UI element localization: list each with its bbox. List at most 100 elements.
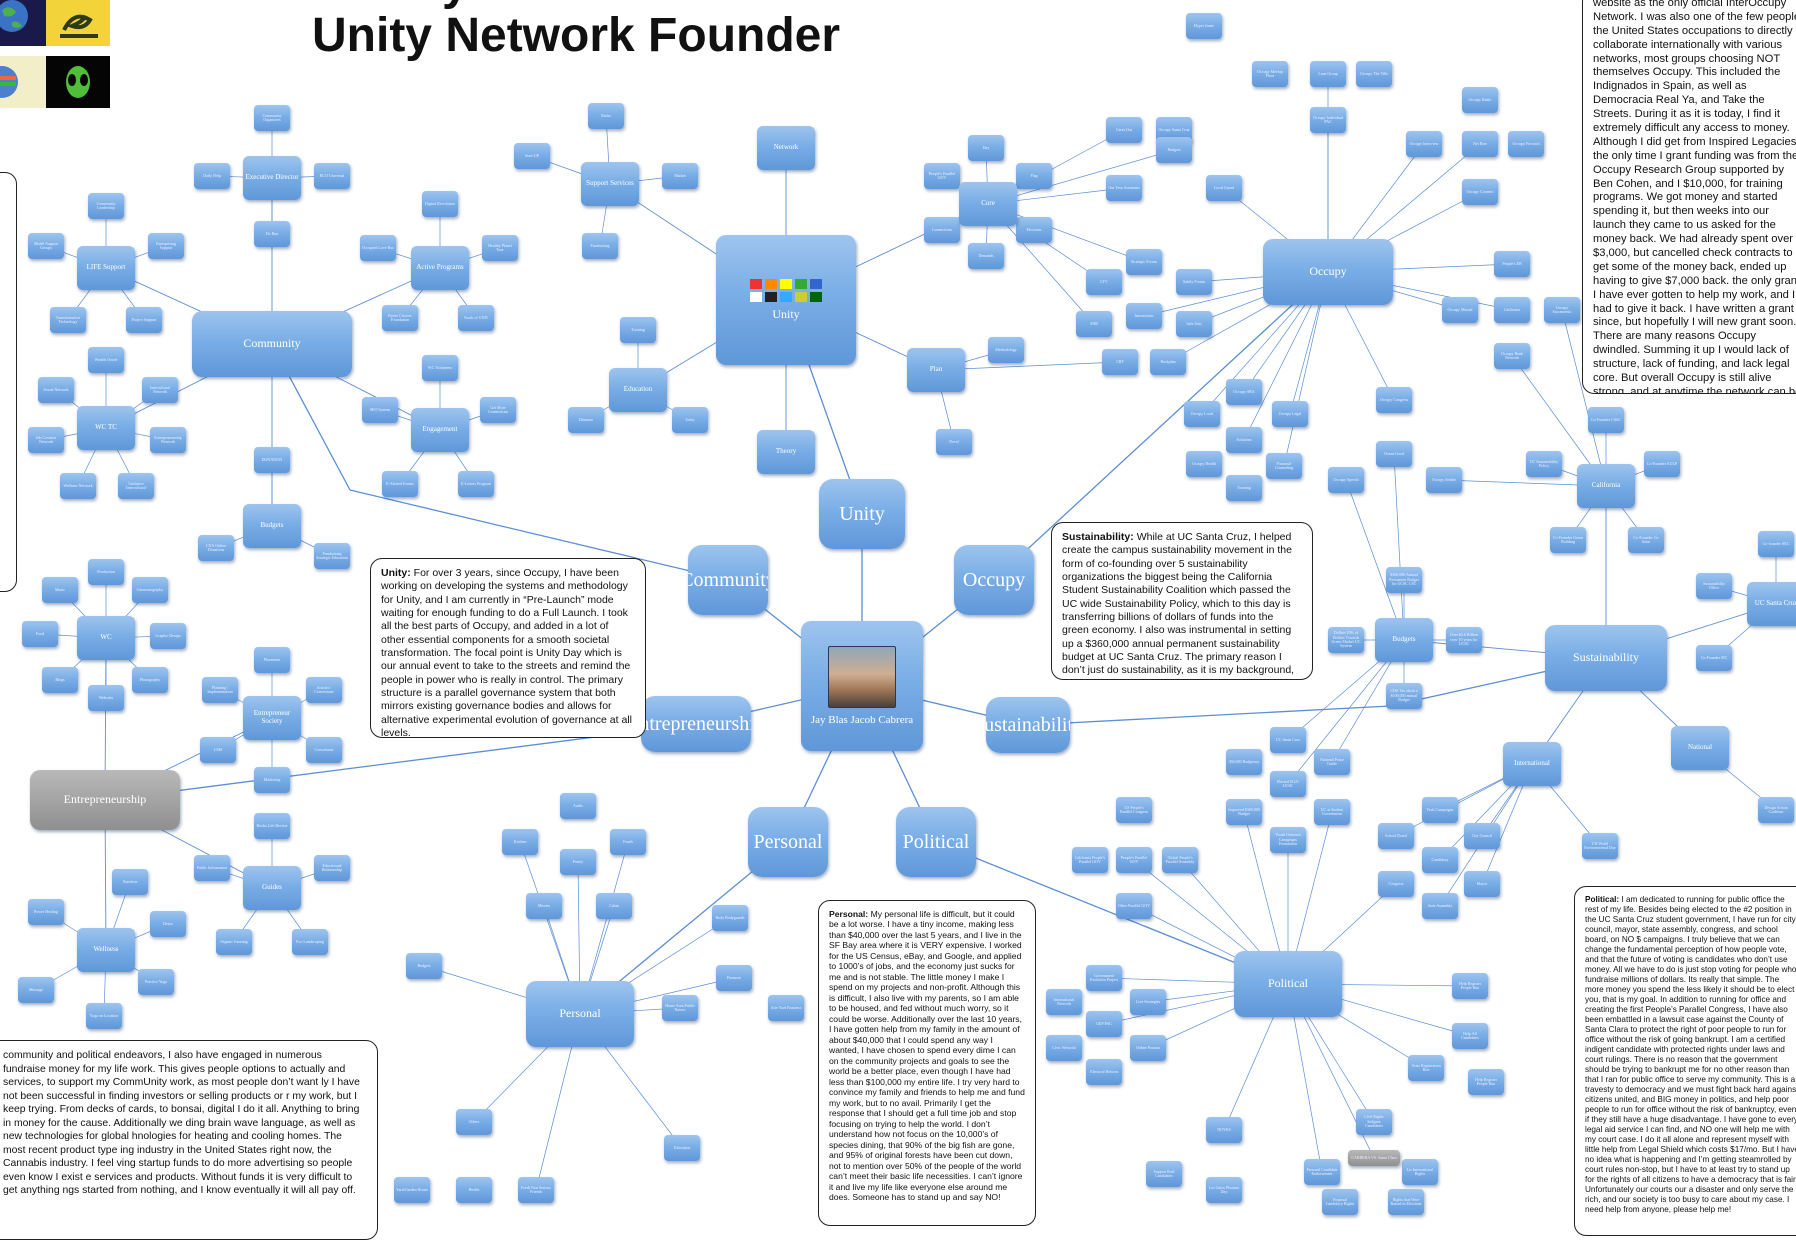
node-occupy-sacramento[interactable]: Occupy Sacramento: [1544, 297, 1580, 323]
node-massage[interactable]: Massage: [18, 977, 54, 1003]
node-youth-of-unit[interactable]: Youth of UNIT: [458, 305, 494, 331]
node-crf[interactable]: CRF: [1102, 349, 1138, 375]
occupy-node[interactable]: Occupy: [1263, 239, 1393, 305]
community-hub[interactable]: Community: [688, 545, 768, 615]
node-wc-volunteers[interactable]: WC Volunteers: [422, 355, 458, 381]
node-audio[interactable]: Audio: [560, 793, 596, 819]
node-model-support-groups[interactable]: Model Support Groups: [28, 233, 64, 259]
node-bco-universal[interactable]: BCO Universal: [314, 163, 350, 189]
node-intercultural-network[interactable]: Intercultural Network: [142, 377, 178, 403]
node-ltv[interactable]: LTV: [1086, 269, 1122, 295]
node-occupy-bank-network[interactable]: Occupy Bank Network: [1494, 343, 1530, 369]
node-seo-system[interactable]: SEO System: [362, 397, 398, 423]
node-local-guard[interactable]: Local Guard: [1206, 175, 1242, 201]
node-occupy-sba[interactable]: Occupy SBA: [1226, 379, 1262, 405]
n-international[interactable]: International: [1503, 742, 1561, 786]
node-wealth-oracle[interactable]: Wealth Oracle: [88, 347, 124, 373]
node-day[interactable]: Day: [968, 135, 1004, 161]
node-uc-sustainability-policy[interactable]: UC Sustainability Policy: [1526, 451, 1562, 477]
occupy-hub[interactable]: Occupy: [954, 545, 1034, 615]
node-finances[interactable]: Finances: [716, 965, 752, 991]
node-interactions[interactable]: Interactions: [1126, 303, 1162, 329]
node-occupy-connect[interactable]: Occupy Connect: [1462, 179, 1498, 205]
node-kitchen[interactable]: Kitchen: [502, 829, 538, 855]
node-enterprising-support[interactable]: Enterprising Support: [148, 233, 184, 259]
node-blogs[interactable]: Blogs: [42, 667, 78, 693]
node-snr[interactable]: SNR: [1076, 311, 1112, 337]
node-start-up[interactable]: Start-UP: [514, 143, 550, 169]
node-organic-farming[interactable]: Organic Farming: [216, 929, 252, 955]
node-noves[interactable]: NOVES: [1206, 1117, 1242, 1143]
node-project-support[interactable]: Project Support: [126, 307, 162, 333]
node-state-assembly[interactable]: State Assembly: [1422, 893, 1458, 919]
node-radio[interactable]: Radio: [588, 103, 624, 129]
node-cares-out[interactable]: Cares Out: [1106, 117, 1142, 143]
node-occupy-seattle[interactable]: Occupy Seattle: [1426, 467, 1462, 493]
node-safe-unit[interactable]: Safe Unit: [1176, 311, 1212, 337]
node-community-leadership[interactable]: Community Leadership: [88, 193, 124, 219]
node-methodology[interactable]: Methodology: [988, 337, 1024, 363]
node-proposal-candidacy-rights[interactable]: Proposal Candidacy Rights: [1322, 1189, 1358, 1215]
node-market[interactable]: Market: [662, 163, 698, 189]
n-wellness[interactable]: Wellness: [77, 928, 135, 972]
node-websites[interactable]: Websites: [88, 685, 124, 711]
node-nutrition[interactable]: Nutrition: [112, 869, 148, 895]
node-cabin[interactable]: Cabin: [596, 893, 632, 919]
n-engagement[interactable]: Engagement: [411, 408, 469, 452]
node-co-founder-eulp[interactable]: Co-Founder EULP: [1644, 451, 1680, 477]
node-community-organizers[interactable]: Community Organizers: [254, 105, 290, 131]
political-node[interactable]: Political: [1234, 951, 1342, 1017]
node-help-register-people-run[interactable]: Help Register People Run: [1468, 1069, 1504, 1095]
node-co-founder-sic[interactable]: Co-Founder SIC: [1696, 645, 1732, 671]
node-congress[interactable]: Congress: [1378, 871, 1414, 897]
node-movies[interactable]: Movies: [526, 893, 562, 919]
node-people-s-eb[interactable]: People's EB: [1494, 251, 1530, 277]
node-los-gatos-pleasant-day[interactable]: Los Gatos Pleasant Day: [1206, 1177, 1242, 1203]
node-people-s-parallel-gov[interactable]: People's Parallel GOV: [1116, 847, 1152, 873]
node-international-network[interactable]: International Network: [1046, 989, 1082, 1015]
node-yoga-on-location[interactable]: Yoga on Location: [86, 1003, 122, 1029]
node-detox[interactable]: Detox: [150, 911, 186, 937]
node-live-strategies[interactable]: Live Strategies: [1130, 989, 1166, 1015]
node-novel[interactable]: Novel: [936, 429, 972, 455]
node-training[interactable]: Training: [1226, 475, 1262, 501]
node-online-forums[interactable]: Online Forums: [1130, 1035, 1166, 1061]
node-civic-network[interactable]: Civic Network: [1046, 1035, 1082, 1061]
node-support-real-candidates[interactable]: Support Real Candidates: [1146, 1161, 1182, 1187]
node-occupied-love-bus[interactable]: Occupied Love Bus: [360, 235, 396, 261]
node-people-s-parallel-gov[interactable]: People's Parallel GOV: [924, 163, 960, 189]
n-ucsc[interactable]: UC Santa Cruz: [1747, 582, 1796, 626]
node-tech-campaigns[interactable]: Tech Campaigns: [1422, 797, 1458, 823]
node-budgets[interactable]: Budgets: [406, 953, 442, 979]
node-e-letters-program[interactable]: E-Letters Program: [458, 471, 494, 497]
node-books-life-review[interactable]: Books Life Review: [254, 813, 290, 839]
n-national[interactable]: National: [1671, 726, 1729, 770]
node-practice-yoga[interactable]: Practice Yoga: [138, 969, 174, 995]
node-transformative-technology[interactable]: Transformative Technology: [50, 307, 86, 333]
node-co-founder-sec[interactable]: Co-founder SEC: [1758, 531, 1794, 557]
node-co-founder-green-building[interactable]: Co-Founder Green Building: [1550, 527, 1586, 553]
node-ocean-good[interactable]: Ocean Good: [1376, 441, 1412, 467]
node-music[interactable]: Music: [42, 577, 78, 603]
node-others[interactable]: Others: [456, 1109, 492, 1135]
node-eco-landscaping[interactable]: Eco Landscaping: [292, 929, 328, 955]
node-cabrera-vs-santa-clara[interactable]: CABRERA VS. Santa Clara: [1348, 1150, 1400, 1166]
node-lane-group[interactable]: Lane Group: [1310, 61, 1346, 87]
node-improved-360-000-budget[interactable]: Improved $360,000 Budget: [1226, 799, 1262, 825]
node-food[interactable]: Food: [22, 621, 58, 647]
node-donation[interactable]: DONATION: [254, 447, 290, 473]
node-job-creation-network[interactable]: Job Creation Network: [28, 427, 64, 453]
node-social-network[interactable]: Social Network: [38, 377, 74, 403]
node-health[interactable]: Health: [456, 1177, 492, 1203]
node-occupy-congress[interactable]: Occupy Congress: [1376, 387, 1412, 413]
node-body-bodyguards[interactable]: Body Bodyguards: [712, 905, 748, 931]
node-placement[interactable]: Placement: [254, 647, 290, 673]
node-education[interactable]: Education: [664, 1135, 700, 1161]
node-connections[interactable]: Connections: [924, 217, 960, 243]
node-cds-tax-about-a-100-000-annual-budget[interactable]: CDS Tax about a $100,000 annual Budget: [1386, 683, 1422, 709]
personal-hub[interactable]: Personal: [748, 807, 828, 877]
node-360-000-annual-permanent-budget-for-ucsc-csc[interactable]: $360,000 Annual Permanent Budget for UCS…: [1386, 567, 1422, 593]
node-fonds[interactable]: Fonds: [610, 829, 646, 855]
node-360-000-budgetary[interactable]: 360,000 Budgetary: [1226, 749, 1262, 775]
node-demands[interactable]: Demands: [968, 243, 1004, 269]
